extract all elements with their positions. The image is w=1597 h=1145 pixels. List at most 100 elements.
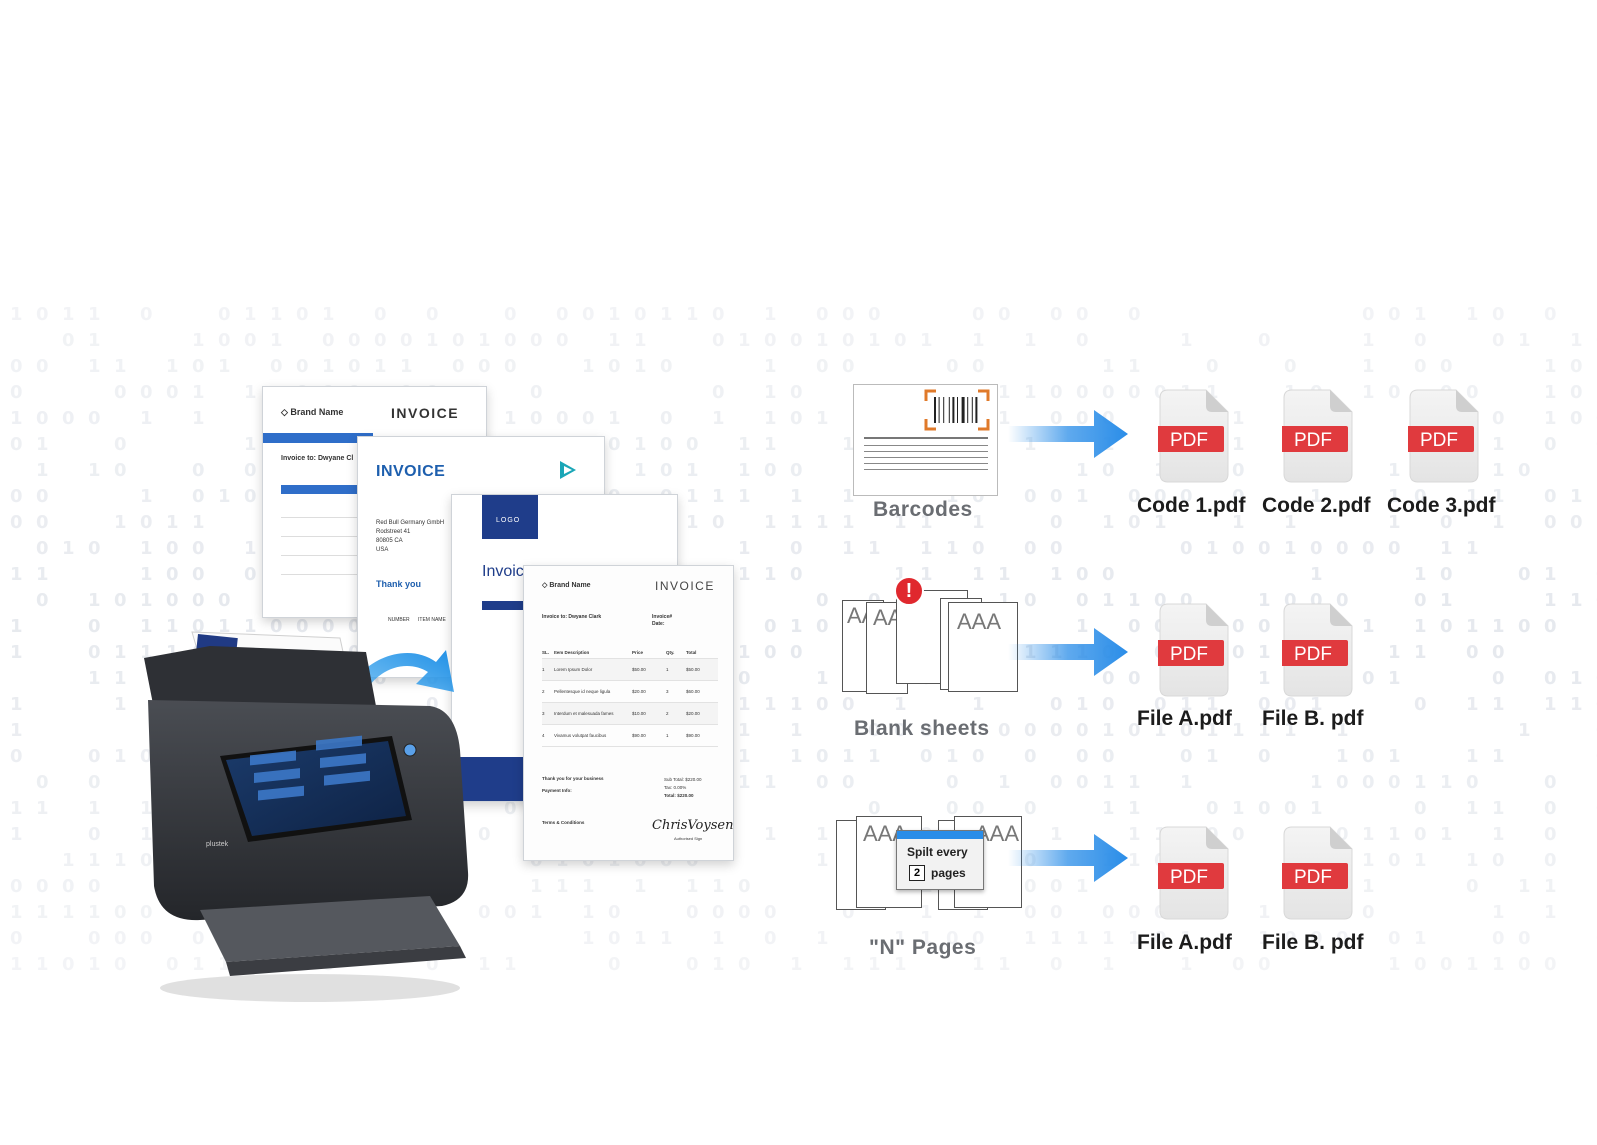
binary-digit: 0	[1102, 694, 1115, 715]
binary-digit: 0	[1492, 928, 1505, 949]
binary-digit: 1	[1492, 902, 1505, 923]
binary-digit: 1	[140, 824, 153, 845]
binary-digit: 1	[1232, 798, 1245, 819]
binary-digit: 0	[1076, 720, 1089, 741]
arrow-right-icon	[1008, 834, 1128, 882]
binary-digit: 0	[1076, 304, 1089, 325]
binary-digit: 1	[1440, 538, 1453, 559]
binary-digit: 1	[816, 824, 829, 845]
binary-digit: 0	[36, 876, 49, 897]
binary-digit: 0	[920, 746, 933, 767]
text-line	[864, 469, 988, 470]
binary-digit: 1	[634, 876, 647, 897]
binary-digit: 1	[686, 304, 699, 325]
binary-digit: 1	[1362, 876, 1375, 897]
binary-digit: 0	[1050, 720, 1063, 741]
binary-digit: 0	[1310, 928, 1323, 949]
binary-digit: 1	[816, 330, 829, 351]
binary-digit: 0	[686, 902, 699, 923]
binary-digit: 0	[1258, 694, 1271, 715]
text-line	[864, 457, 988, 458]
table-lines	[281, 499, 361, 575]
binary-digit: 0	[790, 564, 803, 585]
binary-digit: 1	[790, 512, 803, 533]
binary-digit: 0	[816, 590, 829, 611]
binary-digit: 1	[36, 434, 49, 455]
invoice-date: Date:	[652, 621, 665, 627]
binary-digit: 0	[1128, 382, 1141, 403]
binary-digit: 1	[972, 954, 985, 975]
binary-digit: 1	[1544, 356, 1557, 377]
binary-digit: 0	[1336, 772, 1349, 793]
binary-digit: 1	[920, 902, 933, 923]
binary-digit: 0	[712, 304, 725, 325]
binary-digit: 0	[1076, 746, 1089, 767]
binary-digit: 1	[114, 746, 127, 767]
binary-digit: 0	[1024, 486, 1037, 507]
binary-digit: 0	[582, 304, 595, 325]
binary-digit: 1	[1362, 824, 1375, 845]
binary-digit: 0	[1336, 928, 1349, 949]
binary-digit: 0	[1258, 746, 1271, 767]
binary-digit: 1	[764, 564, 777, 585]
binary-digit: 0	[556, 408, 569, 429]
pdf-badge-text: PDF	[1170, 430, 1208, 451]
binary-digit: 1	[166, 616, 179, 637]
pdf-file-graphic: PDF	[1278, 826, 1353, 920]
binary-digit: 1	[1076, 460, 1089, 481]
binary-digit: 0	[1362, 902, 1375, 923]
binary-digit: 0	[1206, 798, 1219, 819]
binary-digit: 0	[1310, 538, 1323, 559]
binary-digit: 1	[114, 694, 127, 715]
binary-digit: 1	[842, 746, 855, 767]
table-cell: Interdum et malesuada fames	[554, 711, 614, 716]
binary-digit: 1	[62, 902, 75, 923]
binary-digit: 0	[1258, 616, 1271, 637]
binary-digit: 1	[88, 330, 101, 351]
binary-digit: 1	[1544, 408, 1557, 429]
binary-digit: 0	[1232, 824, 1245, 845]
binary-digit: 0	[1570, 408, 1583, 429]
binary-digit: 0	[764, 642, 777, 663]
binary-digit: 0	[660, 356, 673, 377]
page-count-box[interactable]: 2	[909, 865, 925, 881]
binary-digit: 0	[1050, 902, 1063, 923]
binary-digit: 0	[790, 642, 803, 663]
binary-digit: 1	[894, 954, 907, 975]
binary-digit: 0	[1492, 850, 1505, 871]
barcode-icon	[924, 389, 990, 431]
binary-digit: 0	[88, 928, 101, 949]
binary-digit: 0	[36, 772, 49, 793]
binary-digit: 1	[244, 616, 257, 637]
binary-digit: 0	[1050, 304, 1063, 325]
binary-digit: 0	[114, 434, 127, 455]
binary-digit: 1	[1518, 720, 1531, 741]
binary-digit: 0	[1414, 590, 1427, 611]
binary-digit: 1	[114, 512, 127, 533]
binary-digit: 0	[270, 356, 283, 377]
binary-digit: 0	[530, 382, 543, 403]
binary-digit: 0	[1128, 668, 1141, 689]
binary-digit: 0	[36, 408, 49, 429]
binary-digit: 1	[1102, 720, 1115, 741]
arrow-shape	[1008, 834, 1128, 882]
binary-digit: 1	[1102, 512, 1115, 533]
binary-digit: 1	[192, 330, 205, 351]
binary-digit: 1	[1076, 694, 1089, 715]
binary-digit: 1	[998, 954, 1011, 975]
thank-you-note: Thank you for your business	[542, 776, 604, 781]
alert-icon: !	[894, 576, 924, 606]
binary-digit: 0	[140, 902, 153, 923]
binary-digit: 1	[1544, 876, 1557, 897]
output-file-name: File B. pdf	[1262, 707, 1364, 730]
binary-digit: 1	[530, 876, 543, 897]
binary-digit: 1	[1232, 434, 1245, 455]
binary-digit: 1	[374, 356, 387, 377]
binary-digit: 0	[504, 798, 517, 819]
binary-digit: 1	[426, 330, 439, 351]
binary-digit: 1	[88, 304, 101, 325]
